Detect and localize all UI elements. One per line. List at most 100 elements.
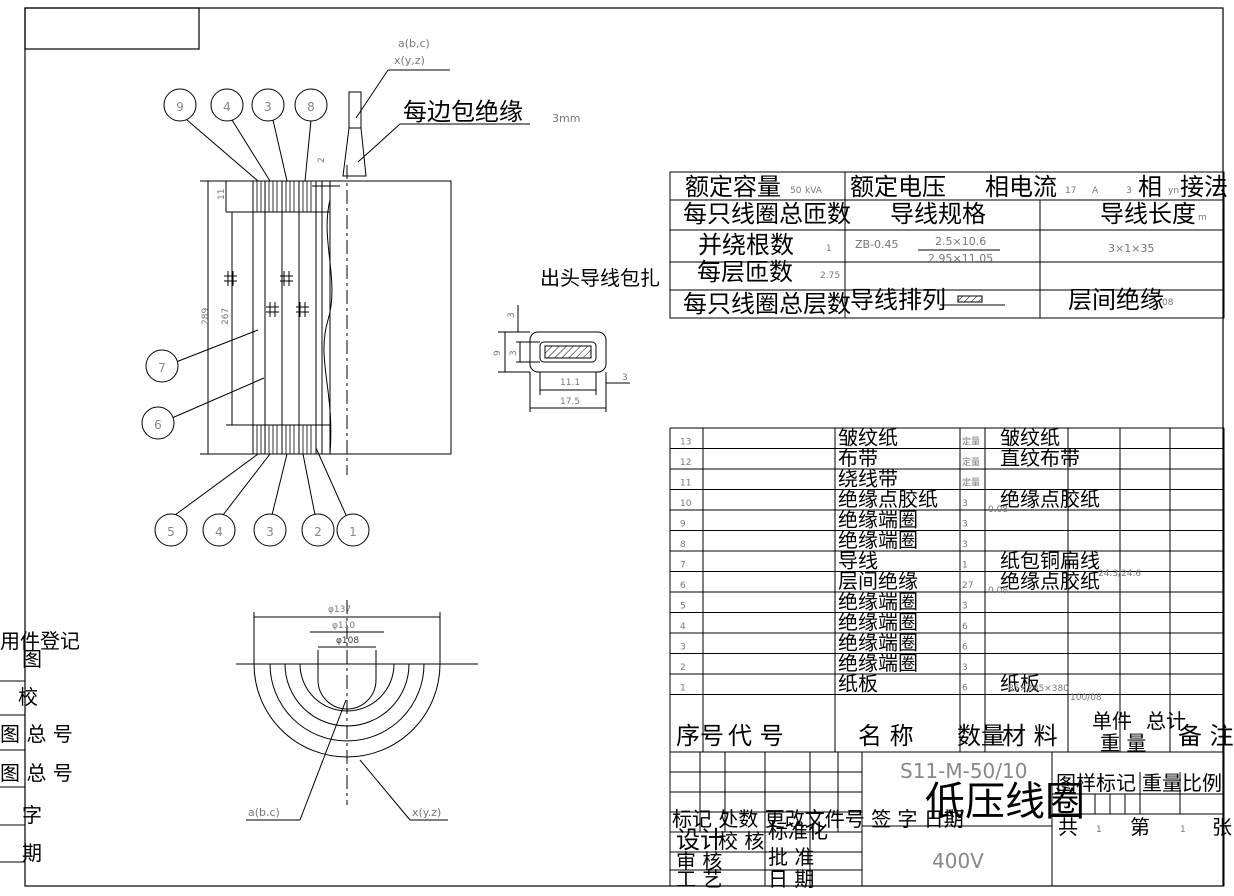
spec-rated-capacity-unit: kVA <box>805 186 823 196</box>
part-qty: 3 <box>962 520 968 530</box>
title-sheet: 第 <box>1130 815 1150 839</box>
header-qty: 数量 <box>957 722 1005 750</box>
spec-table <box>669 171 1225 319</box>
part-no: 3 <box>680 643 686 653</box>
left-stamp <box>0 680 25 863</box>
title-labels: 标记 处数 更改文件号 签 字 日期 <box>672 807 964 831</box>
svg-text:7: 7 <box>158 361 166 375</box>
part-material: 绝缘点胶纸 <box>1000 569 1100 593</box>
header-unit-weight: 单件 <box>1092 709 1132 733</box>
title-total: 共 <box>1058 815 1078 839</box>
title-scale: 比例 <box>1182 771 1222 795</box>
svg-text:4: 4 <box>223 100 231 114</box>
part-name: 皱纹纸 <box>838 426 898 450</box>
callout-leaders <box>171 119 347 516</box>
part-qty: 3 <box>962 663 968 673</box>
drawing-frame <box>24 7 1224 887</box>
dim-section-h3: 3 <box>509 350 519 356</box>
header-seq: 序号 <box>676 722 724 750</box>
callout-6: 6 <box>141 406 175 440</box>
dim-coil-height-inner: 267 <box>221 308 231 325</box>
title-model: S11-M-50/10 <box>900 759 1027 783</box>
spec-rated-voltage: 额定电压 <box>850 173 946 201</box>
callout-8: 8 <box>294 88 328 122</box>
part-no: 12 <box>680 458 691 468</box>
callout-1: 1 <box>336 513 370 547</box>
part-no: 5 <box>680 602 686 612</box>
title-total-val: 1 <box>1096 825 1102 835</box>
conductor-section <box>498 305 630 412</box>
insulation-value: 3mm <box>552 112 580 125</box>
spec-wire-len-val: 3×1×35 <box>1108 242 1154 255</box>
coil-section-view <box>200 69 530 475</box>
title-weight: 重量 <box>1142 771 1182 795</box>
part-no: 9 <box>680 520 686 530</box>
part-qty: 6 <box>962 622 968 632</box>
dim-dia-mid: φ110 <box>332 621 355 631</box>
part-name: 层间绝缘 <box>838 569 918 593</box>
spec-parallel-val: 1 <box>826 244 832 254</box>
title-page-unit: 张 <box>1212 815 1232 839</box>
header-total-weight: 总计 <box>1146 709 1186 733</box>
part-no: 11 <box>680 479 691 489</box>
spec-wire-length: 导线长度 <box>1100 200 1196 228</box>
part-qty: 6 <box>962 684 968 694</box>
title-design: 设计 <box>676 826 724 854</box>
part-name: 绝缘点胶纸 <box>838 487 938 511</box>
svg-text:8: 8 <box>307 100 315 114</box>
spec-wire-type: ZB-0.45 <box>855 238 899 251</box>
callout-4-top: 4 <box>210 88 244 122</box>
spec-rated-capacity: 额定容量 <box>685 173 781 201</box>
part-name: 绝缘端圈 <box>838 610 918 634</box>
plan-label-left: a(b.c) <box>248 806 280 819</box>
title-main: 低压线圈 <box>925 779 1085 825</box>
part-material: 皱纹纸 <box>1000 426 1060 450</box>
spec-interlayer-val: 08 <box>1162 298 1174 308</box>
callout-3-top: 3 <box>251 88 285 122</box>
dim-section-h2: 9 <box>493 350 503 356</box>
wire-arrangement-symbol <box>940 295 1005 306</box>
svg-text:9: 9 <box>176 100 184 114</box>
part-qty: 3 <box>962 540 968 550</box>
spec-phase-num: 3 <box>1126 186 1132 196</box>
svg-text:5: 5 <box>167 525 175 539</box>
lead-label-top-1: a(b,c) <box>398 37 430 50</box>
title-block <box>669 751 1225 887</box>
callout-2: 2 <box>301 513 335 547</box>
part-no: 10 <box>680 499 692 509</box>
spec-total-turns: 每只线圈总匝数 <box>683 200 851 228</box>
part-row1-size: 85×285×380 <box>1008 684 1069 694</box>
header-material: 材 料 <box>1002 722 1058 750</box>
part-name: 绝缘端圈 <box>838 528 918 552</box>
title-sample: 图样标记 <box>1056 771 1136 795</box>
part-material: 纸板 <box>1000 672 1040 696</box>
callout-7: 7 <box>145 349 179 383</box>
plan-label-right: x(y.z) <box>412 806 441 819</box>
stamp-reg: 用件登记 <box>0 629 80 653</box>
part-no: 13 <box>680 438 691 448</box>
spec-wire-spec: 导线规格 <box>890 200 986 228</box>
spec-rated-capacity-val: 50 <box>790 186 802 196</box>
part-name: 绝缘端圈 <box>838 651 918 675</box>
svg-text:6: 6 <box>154 418 162 432</box>
part-qty: 定量 <box>962 456 980 468</box>
spec-total-layers: 每只线圈总层数 <box>683 290 851 318</box>
stamp-old-no: 图 总 号 <box>0 722 73 746</box>
part-name: 布带 <box>838 446 878 470</box>
part-qty: 27 <box>962 581 973 591</box>
spec-phase-current-val: 17 <box>1065 186 1076 196</box>
part-qty: 定量 <box>962 477 980 489</box>
dim-section-h1: 3 <box>507 312 517 318</box>
spec-interlayer: 层间绝缘 <box>1068 286 1164 314</box>
spec-turns-per-layer-val: 2.75 <box>820 271 840 281</box>
spec-wire-den: 2.95×11.05 <box>928 252 993 265</box>
stamp-base-no: 图 总 号 <box>0 761 73 785</box>
part-name: 绝缘端圈 <box>838 508 918 532</box>
spec-turns-per-layer: 每层匝数 <box>697 258 793 286</box>
part-no: 6 <box>680 581 686 591</box>
spec-phase-current-unit: A <box>1092 186 1099 196</box>
part-row6-thk: 0.08 <box>988 586 1008 596</box>
stamp-date: 期 <box>22 841 42 865</box>
title-approve: 批 准 <box>768 845 814 869</box>
